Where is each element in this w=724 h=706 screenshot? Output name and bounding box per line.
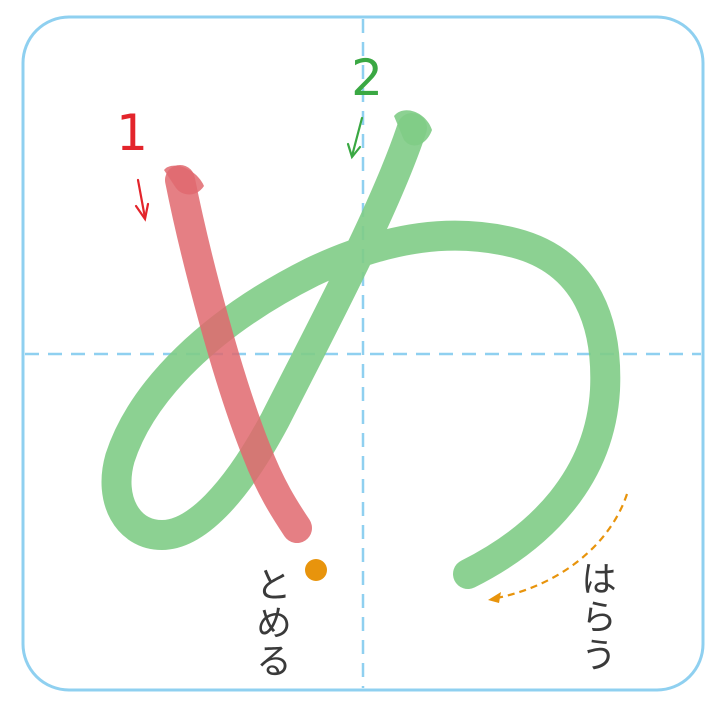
harau-arrowhead-icon bbox=[488, 592, 501, 603]
stroke-2-start-tip bbox=[394, 110, 432, 146]
tome-stop-dot bbox=[305, 559, 327, 581]
stroke-1-direction-arrow-icon bbox=[134, 178, 150, 222]
stroke-1-number: 1 bbox=[116, 104, 148, 162]
stroke-1-start-tip bbox=[164, 165, 204, 195]
stroke-2-direction-arrow-icon bbox=[346, 116, 364, 160]
harau-label: はらう bbox=[575, 560, 616, 674]
stroke-1-path bbox=[165, 165, 312, 543]
stroke-2-number: 2 bbox=[351, 49, 383, 107]
tome-label: とめる bbox=[250, 566, 291, 680]
